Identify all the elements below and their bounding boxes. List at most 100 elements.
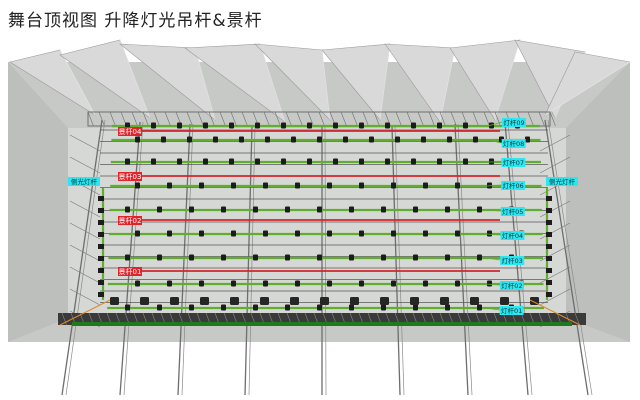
side-brace	[539, 222, 571, 240]
structure-column	[391, 125, 401, 396]
light-fixture	[157, 254, 162, 261]
bars-layer	[101, 124, 549, 310]
light-fixture	[359, 230, 364, 237]
front-diagonal	[529, 299, 581, 326]
light-fixture	[455, 280, 460, 287]
light-fixture	[253, 304, 258, 311]
scenery-label-scenery-03: 景杆03	[118, 172, 142, 181]
light-fixture	[231, 230, 236, 237]
top-truss-brace	[538, 111, 545, 127]
top-truss-brace	[527, 111, 534, 127]
scenery-label-scenery-04-text: 景杆04	[119, 127, 142, 136]
light-label-light-02-bg	[499, 281, 524, 290]
light-label-light-05-bg	[500, 207, 525, 216]
light-fixture	[157, 304, 162, 311]
canopy-seam	[259, 43, 286, 123]
light-fixture	[125, 304, 130, 311]
structure-column	[324, 125, 327, 396]
side-brace	[539, 266, 571, 284]
side-brace	[69, 266, 101, 284]
light-fixture	[151, 122, 156, 129]
labels-layer: 灯杆09灯杆08灯杆07灯杆06灯杆05灯杆04灯杆03灯杆02灯杆01景杆04…	[68, 118, 578, 315]
light-fixture	[221, 304, 226, 311]
light-fixture	[411, 122, 416, 129]
light-fixture	[157, 206, 162, 213]
structure-column	[544, 119, 589, 396]
structure-column	[65, 119, 106, 396]
front-fixture	[230, 297, 239, 305]
fixtures-layer	[98, 122, 552, 311]
light-fixture	[359, 122, 364, 129]
light-label-light-08: 灯杆08	[501, 139, 526, 148]
light-label-light-01-bg	[499, 306, 524, 315]
light-label-leader	[486, 209, 501, 212]
canopy-layer	[9, 39, 631, 123]
light-fixture	[359, 182, 364, 189]
light-label-leader	[486, 257, 501, 261]
light-fixture	[473, 136, 478, 143]
light-label-light-02-text: 灯杆02	[501, 281, 522, 290]
light-fixture	[317, 136, 322, 143]
front-green-edge	[72, 322, 572, 326]
light-fixture	[317, 254, 322, 261]
light-fixture	[343, 136, 348, 143]
scenery-label-scenery-02-text: 景杆02	[119, 216, 142, 225]
top-truss-brace	[395, 111, 402, 127]
top-truss-brace	[241, 111, 248, 127]
front-diagonal	[59, 299, 111, 326]
structure-column	[457, 123, 473, 396]
light-fixture	[437, 158, 442, 165]
light-fixture	[239, 136, 244, 143]
front-fixture	[200, 297, 209, 305]
light-fixture	[423, 182, 428, 189]
side-label-left-text: 侧光灯杆	[71, 177, 98, 186]
scenery-label-scenery-02-bg	[118, 216, 142, 225]
front-fixture	[410, 297, 419, 305]
light-fixture	[221, 206, 226, 213]
light-fixture	[135, 136, 140, 143]
top-truss-brace	[131, 111, 138, 127]
light-fixture	[295, 182, 300, 189]
light-fixture	[385, 122, 390, 129]
light-fixture	[307, 158, 312, 165]
light-fixture	[189, 304, 194, 311]
light-fixture	[229, 158, 234, 165]
canopy-seam	[544, 61, 631, 116]
light-fixture	[213, 136, 218, 143]
light-label-leader	[485, 307, 500, 311]
light-fixture	[381, 254, 386, 261]
top-truss-brace	[186, 111, 193, 127]
light-label-light-07: 灯杆07	[501, 158, 526, 167]
light-fixture	[189, 206, 194, 213]
light-label-leader	[487, 139, 502, 144]
right-wing-panel	[566, 62, 630, 342]
light-fixture	[203, 122, 208, 129]
light-fixture	[265, 136, 270, 143]
front-fixture	[470, 297, 479, 305]
light-fixture	[395, 136, 400, 143]
top-truss-brace	[483, 111, 490, 127]
light-fixture	[255, 122, 260, 129]
light-label-leader	[486, 233, 501, 236]
light-fixture	[317, 206, 322, 213]
light-fixture	[263, 182, 268, 189]
side-light-fixture	[98, 292, 104, 297]
page-title: 舞台顶视图 升降灯光吊杆&景杆	[8, 11, 263, 31]
light-fixture	[285, 254, 290, 261]
light-fixture	[263, 280, 268, 287]
side-light-fixture	[98, 268, 104, 273]
side-light-fixture	[98, 232, 104, 237]
light-label-light-03-bg	[500, 256, 525, 265]
light-fixture	[327, 182, 332, 189]
top-truss-brace	[197, 111, 204, 127]
light-fixture	[487, 230, 492, 237]
light-fixture	[125, 254, 130, 261]
light-label-light-01-text: 灯杆01	[501, 306, 522, 315]
light-label-light-04: 灯杆04	[500, 231, 525, 240]
side-brace	[69, 244, 101, 262]
light-label-leader	[487, 184, 502, 187]
light-fixture	[177, 122, 182, 129]
structure-column	[248, 125, 256, 396]
